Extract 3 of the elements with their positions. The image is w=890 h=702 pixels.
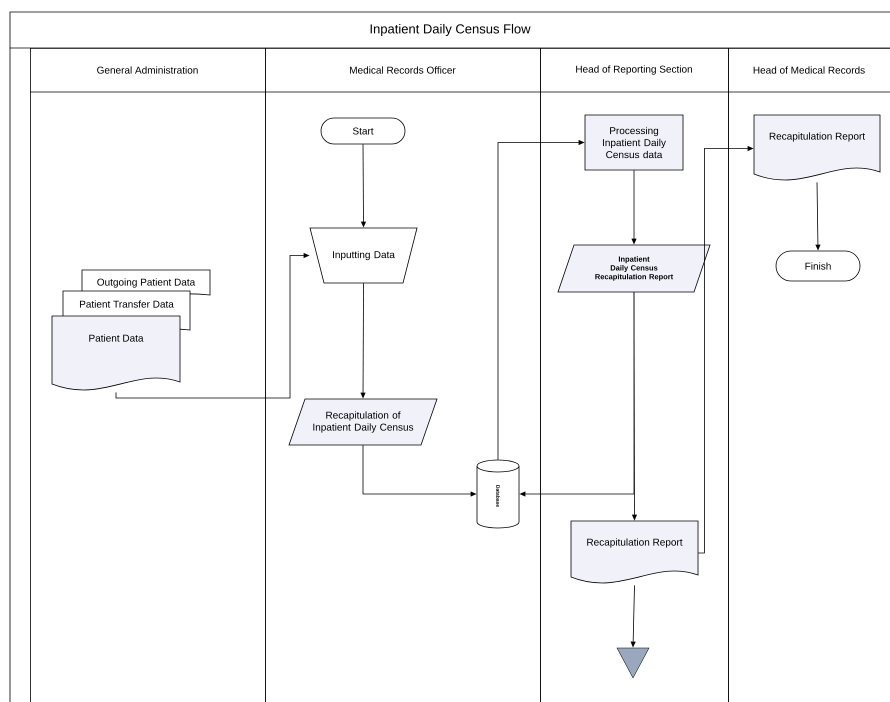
merge-triangle xyxy=(616,648,650,678)
process-box: Processing Inpatient Daily Census data xyxy=(584,114,684,170)
title: Inpatient Daily Census Flow xyxy=(370,24,531,36)
